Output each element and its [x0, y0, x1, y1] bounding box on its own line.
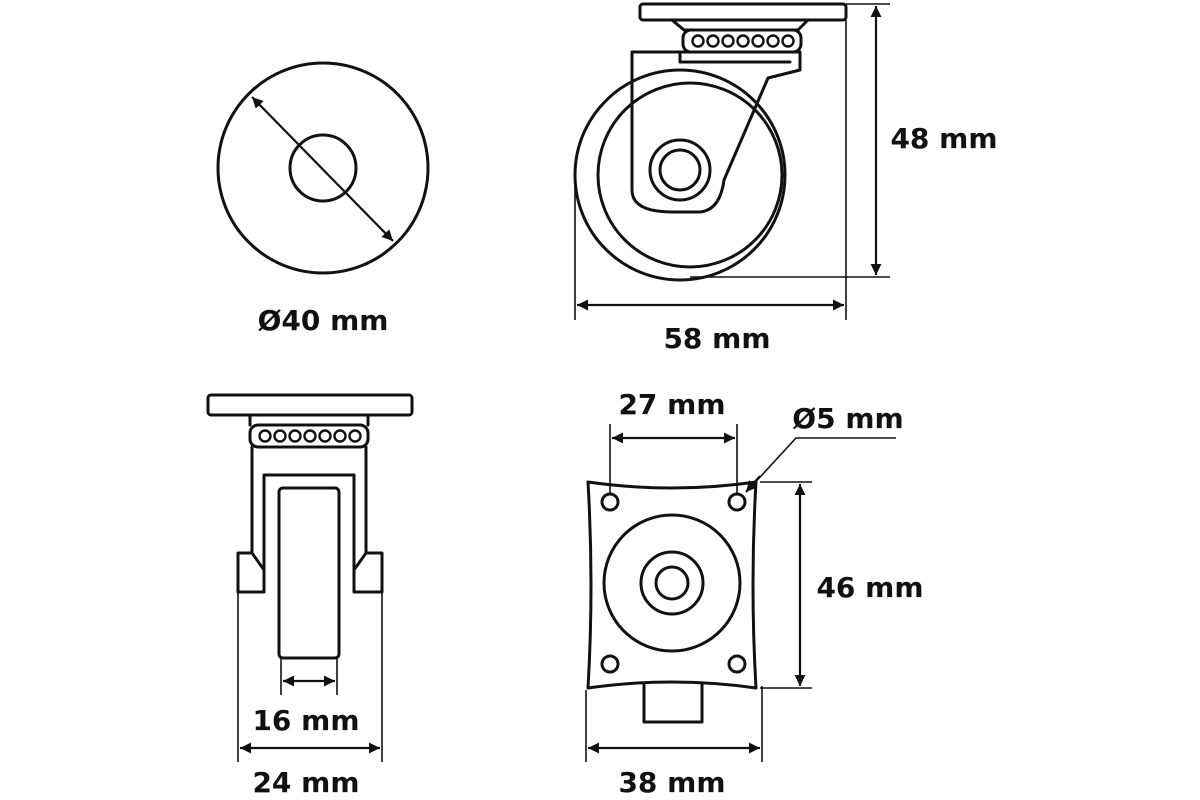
wheel-front-view: Ø40 mm: [216, 61, 430, 337]
mounting-plate-side: [638, 2, 848, 22]
fork-front-outer: [236, 445, 384, 594]
fork-front-inner-left: [250, 551, 266, 572]
fork-bracket-step: [678, 50, 792, 64]
plate-depth-label: 46 mm: [816, 571, 923, 604]
bolt-hole-top-left: [600, 492, 620, 512]
front-bearing-band: [248, 423, 370, 449]
wheel-diameter-label: Ø40 mm: [258, 304, 389, 337]
front-bearing-balls: [258, 429, 362, 443]
wheel-rim: [596, 81, 784, 269]
bolt-hole-top-right: [727, 492, 747, 512]
wheel-diameter-arrow: [251, 96, 394, 242]
caster-side-view: 48 mm 58 mm: [573, 2, 998, 355]
plate-center-hole: [654, 565, 690, 601]
mounting-plate-front: [206, 393, 414, 417]
wheel-outer-circle: [216, 61, 430, 275]
bearing-balls: [691, 34, 795, 48]
height-label: 48 mm: [890, 122, 997, 155]
hole-diameter-leader: [749, 437, 896, 489]
bolt-hole-bottom-right: [727, 654, 747, 674]
axle-outer: [648, 138, 712, 202]
hole-diameter-label: Ø5 mm: [792, 402, 903, 435]
bracket-width-label: 24 mm: [252, 766, 359, 799]
fork-front-inner-right: [352, 551, 368, 572]
plate-width-label: 38 mm: [618, 766, 725, 799]
plate-bearing-ring: [602, 513, 742, 653]
plate-stem: [642, 682, 704, 724]
mounting-plate-top-view: 27 mm Ø5 mm 46 mm 38 mm: [585, 388, 924, 799]
mounting-plate-outline: [586, 480, 758, 690]
fork-bracket: [630, 50, 802, 214]
plate-center-ring: [639, 550, 705, 616]
wheel-front-profile: [277, 486, 341, 660]
bolt-hole-bottom-left: [600, 654, 620, 674]
length-label: 58 mm: [663, 322, 770, 355]
caster-front-view: 16 mm 24 mm: [206, 393, 414, 799]
hole-spacing-label: 27 mm: [618, 388, 725, 421]
axle-inner: [658, 148, 702, 192]
wheel-tire-outer: [573, 68, 787, 282]
wheel-width-label: 16 mm: [252, 704, 359, 737]
